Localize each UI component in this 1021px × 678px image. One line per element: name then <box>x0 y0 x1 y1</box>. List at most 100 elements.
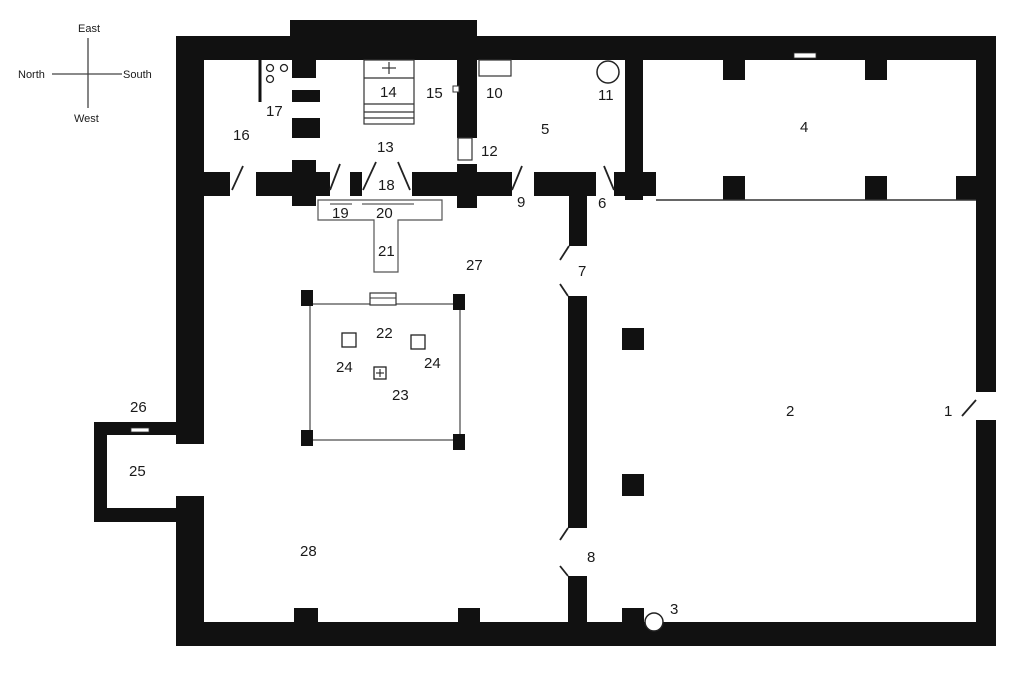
label-18: 18 <box>378 177 395 194</box>
label-15: 15 <box>426 85 443 102</box>
shrine-22 <box>301 290 465 450</box>
top-wall-window <box>793 52 817 59</box>
door-9 <box>511 165 523 191</box>
fixture-10 <box>478 59 512 77</box>
platform-19-20-21 <box>317 199 443 273</box>
door-7-bottom <box>559 283 569 297</box>
label-25: 25 <box>129 463 146 480</box>
label-13: 13 <box>377 139 394 156</box>
fixture-11-circle <box>596 60 620 84</box>
room17-fixtures <box>258 60 289 102</box>
compass-north: North <box>18 69 45 81</box>
divider-seg-bottom <box>568 576 587 622</box>
label-12: 12 <box>481 143 498 160</box>
compass-east: East <box>78 23 100 35</box>
fixture-12 <box>457 137 473 161</box>
fixture-15 <box>452 85 460 93</box>
niche-wall-bottom <box>94 508 204 522</box>
pillar-room4-d <box>865 176 887 200</box>
pillar-room2-lower <box>622 474 644 496</box>
pillar-room4-c <box>723 176 745 200</box>
pillar-room4-e <box>956 176 976 200</box>
label-20: 20 <box>376 205 393 222</box>
wall-12-lower <box>457 164 477 208</box>
basin-circle-b <box>279 63 289 73</box>
basin-circle-c <box>265 74 275 84</box>
door-1 <box>961 399 977 417</box>
label-16: 16 <box>233 127 250 144</box>
wall-left-upper <box>176 36 204 444</box>
outer-walls <box>94 20 996 646</box>
label-7: 7 <box>578 263 586 280</box>
door-8-top <box>559 527 569 541</box>
label-27: 27 <box>466 257 483 274</box>
label-21: 21 <box>378 243 395 260</box>
cross-wall-seg-a <box>204 172 230 196</box>
cross-wall-seg-f <box>534 172 596 196</box>
label-28: 28 <box>300 543 317 560</box>
wall-top <box>176 36 996 60</box>
compass-west: West <box>74 113 99 125</box>
wall-15-12 <box>457 60 477 138</box>
pedestal-24-right <box>410 334 426 350</box>
pillar-room4-a <box>723 60 745 80</box>
compass-south: South <box>123 69 152 81</box>
label-5: 5 <box>541 121 549 138</box>
door-18-right <box>397 161 411 191</box>
cross-wall-seg-d <box>350 172 362 196</box>
wall-17-block-a <box>292 90 320 102</box>
wall-17-block-b <box>292 118 320 138</box>
door-8-bottom <box>559 565 569 577</box>
room-labels: 1 2 3 4 5 6 7 8 9 10 11 12 13 14 15 16 1… <box>129 84 952 618</box>
door-6 <box>603 165 615 191</box>
label-6: 6 <box>598 195 606 212</box>
cross-wall-seg-c <box>292 160 316 206</box>
upper-room-walls <box>292 60 976 208</box>
label-19: 19 <box>332 205 349 222</box>
label-26: 26 <box>130 399 147 416</box>
altar-14 <box>363 59 415 125</box>
compass: East North South West <box>18 23 152 125</box>
niche-wall-left <box>94 422 107 522</box>
wall-17-divider <box>292 60 316 78</box>
label-1: 1 <box>944 403 952 420</box>
wall-right-lower <box>976 420 996 646</box>
wall-right-upper <box>976 36 996 392</box>
label-24-left: 24 <box>336 359 353 376</box>
door-7-top <box>559 245 570 261</box>
label-4: 4 <box>800 119 808 136</box>
pillar-room4-b <box>865 60 887 80</box>
pillar-bottom-b <box>458 608 480 622</box>
label-2: 2 <box>786 403 794 420</box>
wall-5-4 <box>625 60 643 200</box>
label-17: 17 <box>266 103 283 120</box>
label-14: 14 <box>380 84 397 101</box>
pedestal-24-left <box>341 332 357 348</box>
door-16 <box>231 165 244 191</box>
label-23: 23 <box>392 387 409 404</box>
label-24-right: 24 <box>424 355 441 372</box>
shrine-post-sw <box>301 430 313 446</box>
label-8: 8 <box>587 549 595 566</box>
divider-wall <box>568 196 587 622</box>
label-22: 22 <box>376 325 393 342</box>
door-13-left <box>329 163 341 191</box>
label-11: 11 <box>598 87 614 104</box>
shrine-post-se <box>453 434 465 450</box>
door-swings <box>231 161 977 577</box>
label-3: 3 <box>670 601 678 618</box>
pillar-bottom-a <box>294 608 318 622</box>
upper-cross-wall <box>204 160 656 206</box>
pillar-room2-upper <box>622 328 644 350</box>
wall-bottom <box>176 622 996 646</box>
label-10: 10 <box>486 85 503 102</box>
basin-circle-a <box>265 63 275 73</box>
label-9: 9 <box>517 194 525 211</box>
shrine-post-nw <box>301 290 313 306</box>
door-18-left <box>362 161 377 191</box>
shrine-post-ne <box>453 294 465 310</box>
niche-window <box>130 427 150 433</box>
divider-seg-middle <box>568 296 587 528</box>
